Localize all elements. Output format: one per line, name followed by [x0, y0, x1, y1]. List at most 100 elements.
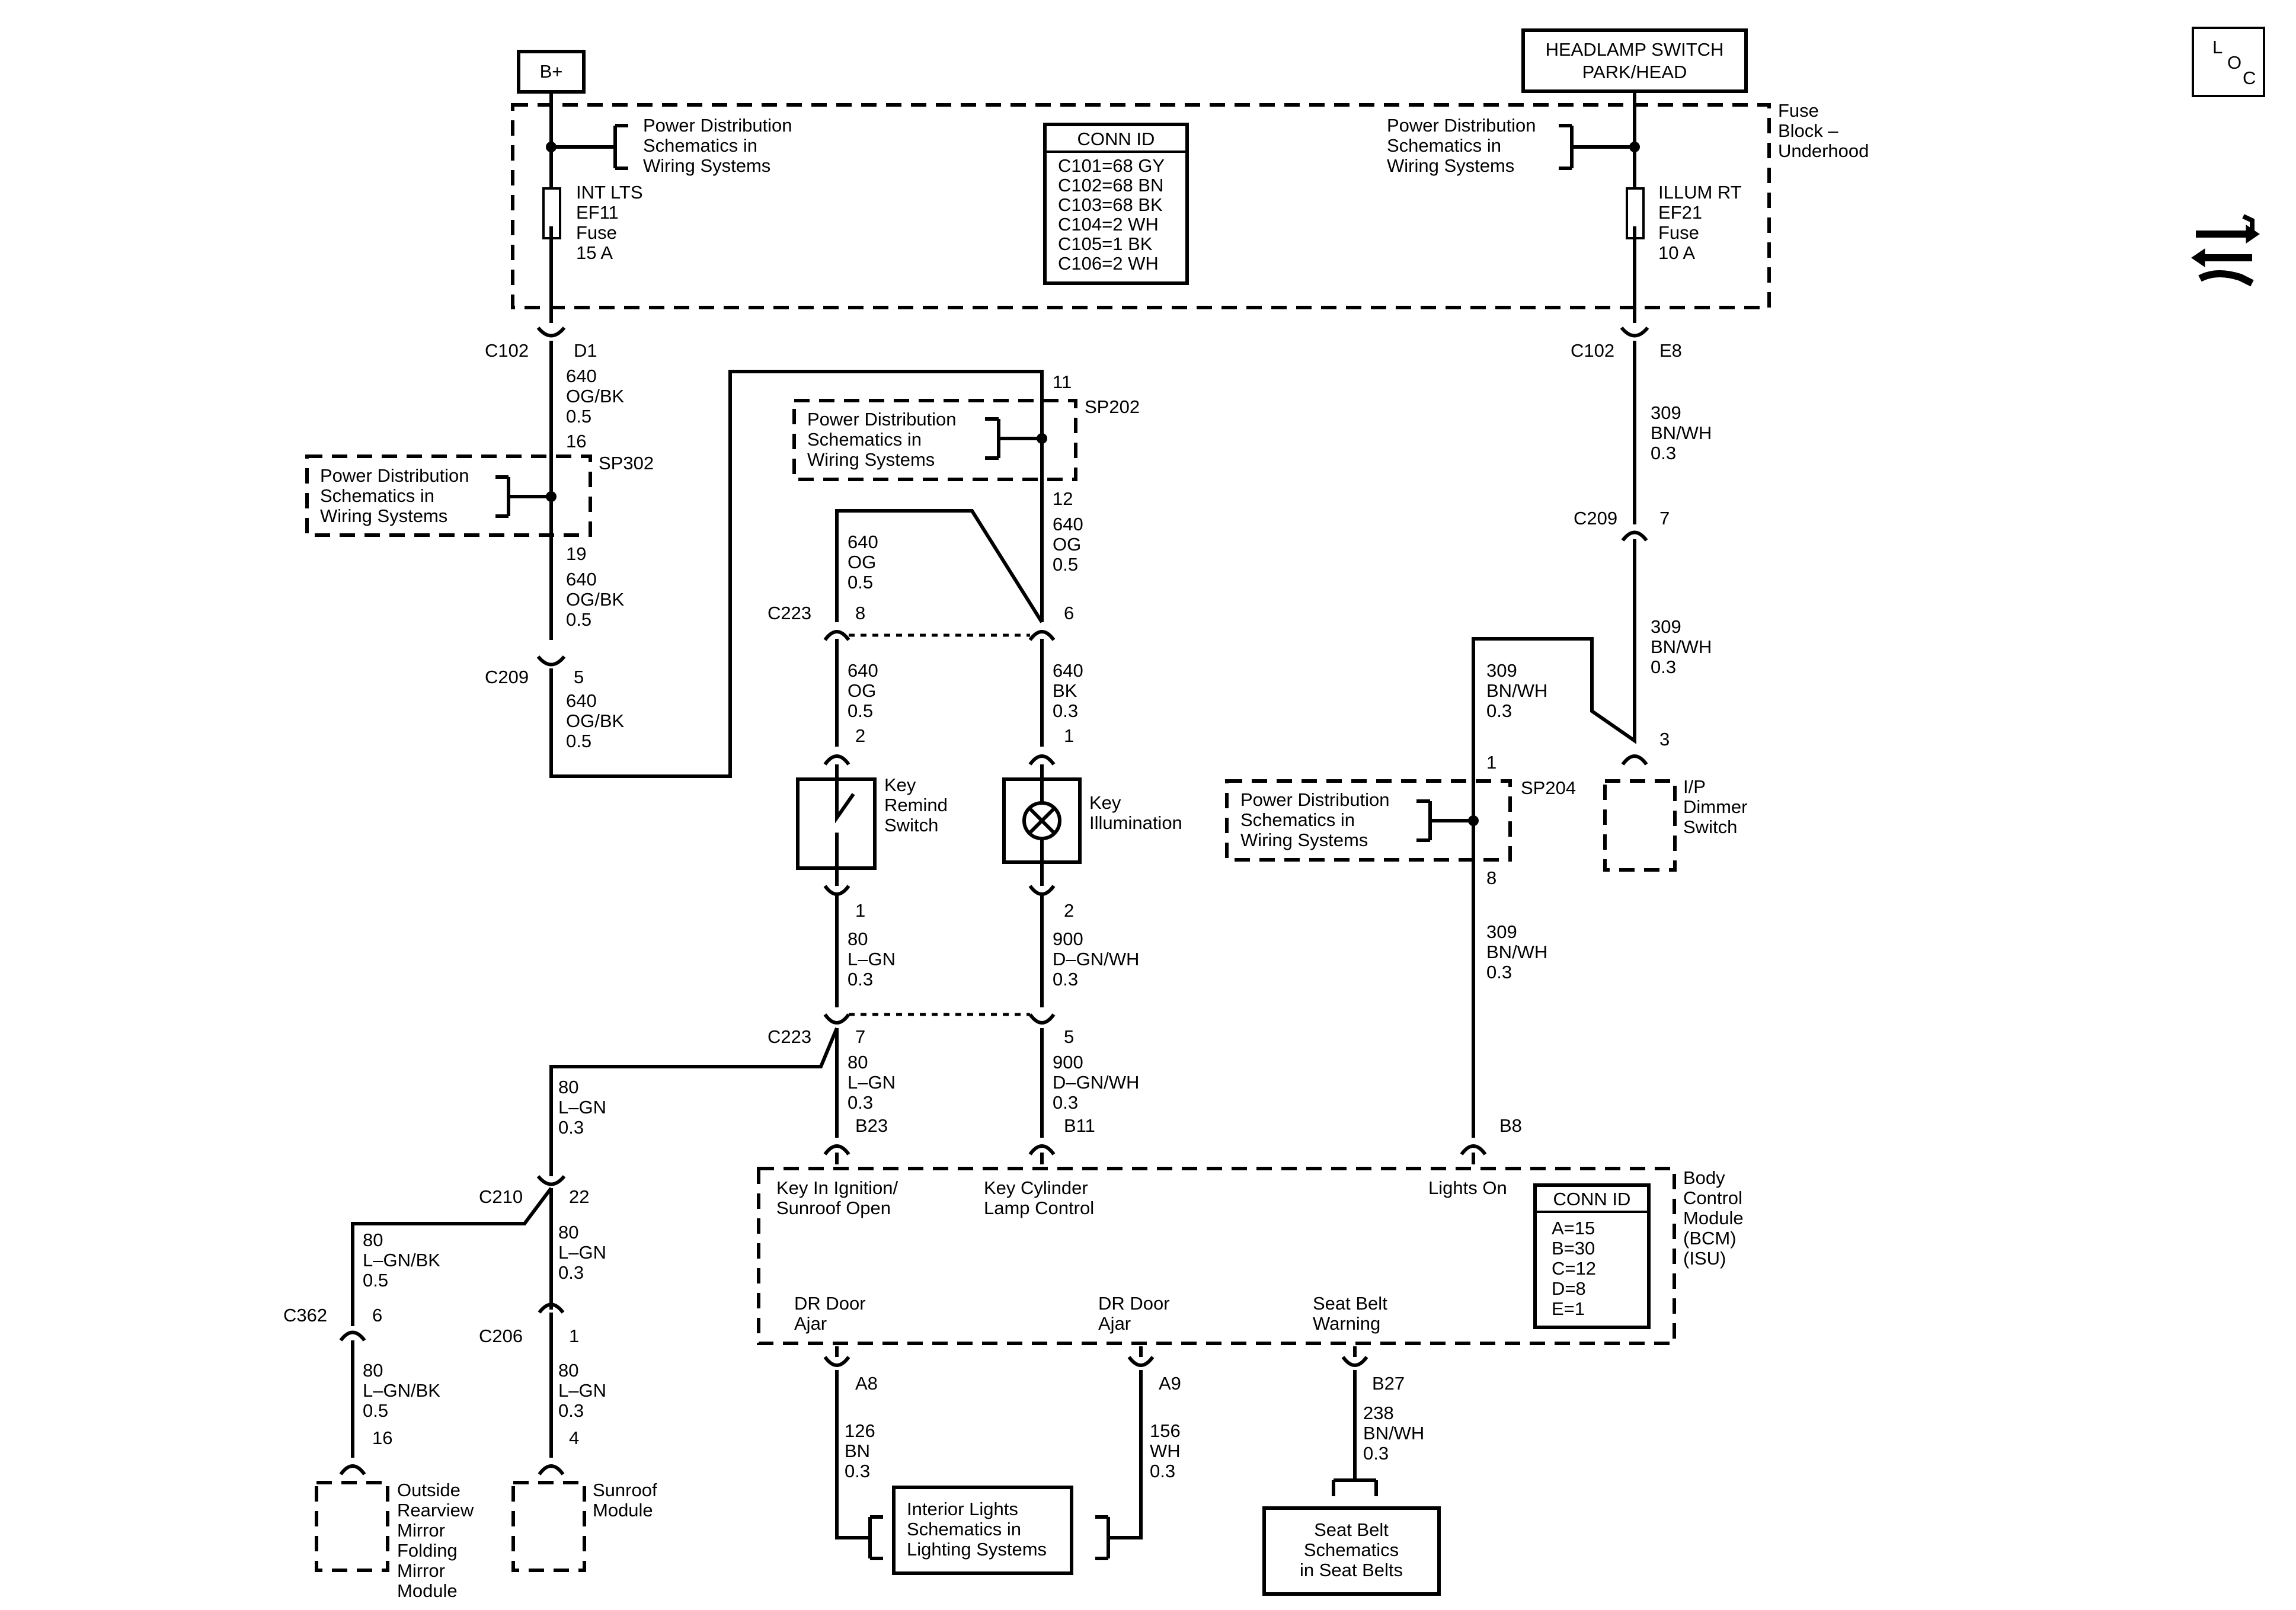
- wire-640-og-left-gauge: 0.5: [848, 572, 873, 593]
- sp204-pin8: 8: [1486, 868, 1496, 888]
- headlamp-switch-line2: PARK/HEAD: [1582, 62, 1687, 82]
- bcm-pin-b11: [1028, 1144, 1056, 1164]
- bcm-key-cylinder-1: Key Cylinder: [984, 1177, 1088, 1198]
- bcm-conn-row-5: E=1: [1552, 1298, 1585, 1319]
- wire-640-og-left2-num: 640: [848, 660, 878, 681]
- c362-connector: [339, 1330, 366, 1342]
- sunroof-line2: Module: [593, 1500, 653, 1521]
- wire-80-lgn2-num: 80: [848, 1052, 868, 1073]
- wire-640-og-left-num: 640: [848, 532, 878, 552]
- mirror-line6: Module: [397, 1580, 458, 1601]
- wire-900-2-gauge: 0.3: [1053, 1092, 1078, 1113]
- wire-640-2-color: OG/BK: [566, 589, 625, 610]
- b11-label: B11: [1064, 1115, 1095, 1136]
- key-remind-line2: Remind: [884, 795, 948, 815]
- sp302-pd-box: Power Distribution Schematics in Wiring …: [305, 454, 592, 537]
- c102-d1-connector: [536, 327, 566, 485]
- fuse-conn-row-5: C105=1 BK: [1058, 233, 1153, 254]
- battery-label: B+: [540, 61, 563, 82]
- loc-icon: L O C: [2192, 27, 2265, 97]
- c223-pin5: 5: [1064, 1026, 1074, 1047]
- mirror-module: Outside Rearview Mirror Folding Mirror M…: [315, 1464, 474, 1601]
- wire-80-lgnbk-color: L–GN/BK: [363, 1250, 440, 1270]
- fuse-conn-row-6: C106=2 WH: [1058, 253, 1159, 274]
- dimmer-pin3: 3: [1659, 729, 1670, 750]
- fuse-block-label-3: Underhood: [1778, 140, 1869, 161]
- sunroof-pin4: 4: [569, 1427, 579, 1448]
- sp204-pin1: 1: [1486, 752, 1496, 773]
- fuse-conn-row-1: C101=68 GY: [1058, 155, 1165, 176]
- c223-top-label: C223: [768, 603, 811, 623]
- sp302-label: SP302: [599, 453, 654, 473]
- key-remind-label: Key Remind Switch: [884, 774, 948, 836]
- wire-126-gauge: 0.3: [845, 1461, 870, 1481]
- bcm-seat-belt-2: Warning: [1313, 1313, 1380, 1334]
- pd-left-line3: Wiring Systems: [643, 155, 770, 176]
- wire-80-lgnbk-num: 80: [363, 1230, 383, 1250]
- wire-640-3-color: OG/BK: [566, 710, 625, 731]
- c223-pin6: 6: [1064, 603, 1074, 623]
- interior-lights-ref-box: Interior Lights Schematics in Lighting S…: [892, 1486, 1073, 1575]
- wire-238-color: BN/WH: [1363, 1423, 1424, 1443]
- c223-pin7: 7: [855, 1026, 865, 1047]
- wire-640-og-left2-color: OG: [848, 680, 876, 701]
- wire-640-2-num: 640: [566, 569, 597, 590]
- loc-icon-l: L: [2212, 37, 2223, 57]
- wire-80-lgnbk2-gauge: 0.5: [363, 1400, 388, 1421]
- wire-80-lgn5-color: L–GN: [558, 1380, 606, 1401]
- wire-156-color: WH: [1150, 1441, 1181, 1461]
- c206-label: C206: [479, 1326, 523, 1346]
- sunroof-module: Sunroof Module: [511, 1464, 657, 1572]
- c102-left-label: C102: [485, 340, 529, 361]
- key-remind-line1: Key: [884, 774, 916, 795]
- sp302-pin19: 19: [566, 543, 586, 564]
- c223-top-connector: [823, 630, 1056, 641]
- bcm-dr-door-a8-1: DR Door: [794, 1293, 866, 1314]
- wire-126-color: BN: [845, 1441, 870, 1461]
- pd-left-line2: Schematics in: [643, 135, 757, 156]
- wire-80-lgn2-color: L–GN: [848, 1072, 896, 1093]
- c210-pin22: 22: [569, 1186, 589, 1207]
- pd-right-line2: Schematics in: [1387, 135, 1501, 156]
- wire-900-num: 900: [1053, 929, 1083, 949]
- wire-309-1-color: BN/WH: [1651, 422, 1712, 443]
- key-illumination-label: Key Illumination: [1089, 792, 1182, 833]
- loc-icon-c: C: [2243, 68, 2256, 88]
- bcm-dr-door-a9-1: DR Door: [1098, 1293, 1170, 1314]
- wire-640-og-right-num: 640: [1053, 514, 1083, 534]
- c210-connector: [536, 1175, 566, 1186]
- c362-pin6: 6: [372, 1305, 382, 1326]
- wire-640-1-color: OG/BK: [566, 386, 625, 406]
- c223-pin8: 8: [855, 603, 865, 623]
- c209-pin5: 5: [574, 667, 584, 687]
- c102-d1-pin: D1: [574, 340, 597, 361]
- seat-belt-line2: Schematics: [1304, 1539, 1399, 1560]
- bcm-conn-row-4: D=8: [1552, 1278, 1586, 1299]
- c206-pin1: 1: [569, 1326, 579, 1346]
- sp302-pd-line1: Power Distribution: [320, 465, 469, 486]
- b27-label: B27: [1372, 1373, 1405, 1394]
- wire-900-2-num: 900: [1053, 1052, 1083, 1073]
- loc-icon-o: O: [2227, 52, 2241, 73]
- c102-e8-pin: E8: [1659, 340, 1682, 361]
- b23-label: B23: [855, 1115, 888, 1136]
- pd-left-line1: Power Distribution: [643, 115, 792, 136]
- fuse-block-conn-id-table: CONN ID C101=68 GY C102=68 BN C103=68 BK…: [1043, 123, 1189, 285]
- wire-126-num: 126: [845, 1420, 875, 1441]
- fuse-right-line2: EF21: [1658, 202, 1702, 223]
- c210-label: C210: [479, 1186, 523, 1207]
- wire-80-lgn4-num: 80: [558, 1222, 578, 1243]
- wire-640-og-left2-gauge: 0.5: [848, 700, 873, 721]
- wire-80-lgn2-gauge: 0.3: [848, 1092, 873, 1113]
- c206-connector: [538, 1302, 565, 1314]
- fuse-left-line3: Fuse: [576, 222, 617, 243]
- wire-156-num: 156: [1150, 1420, 1181, 1441]
- wire-640-1-gauge: 0.5: [566, 406, 591, 427]
- wire-640-og-right-gauge: 0.5: [1053, 554, 1078, 575]
- wire-309-4-num: 309: [1486, 921, 1517, 942]
- fuse-left-line4: 15 A: [576, 242, 613, 263]
- pd-note-left: Power Distribution Schematics in Wiring …: [643, 115, 792, 176]
- seat-belt-line3: in Seat Belts: [1300, 1560, 1403, 1580]
- bcm-conn-id-table: CONN ID A=15 B=30 C=12 D=8 E=1: [1533, 1183, 1651, 1329]
